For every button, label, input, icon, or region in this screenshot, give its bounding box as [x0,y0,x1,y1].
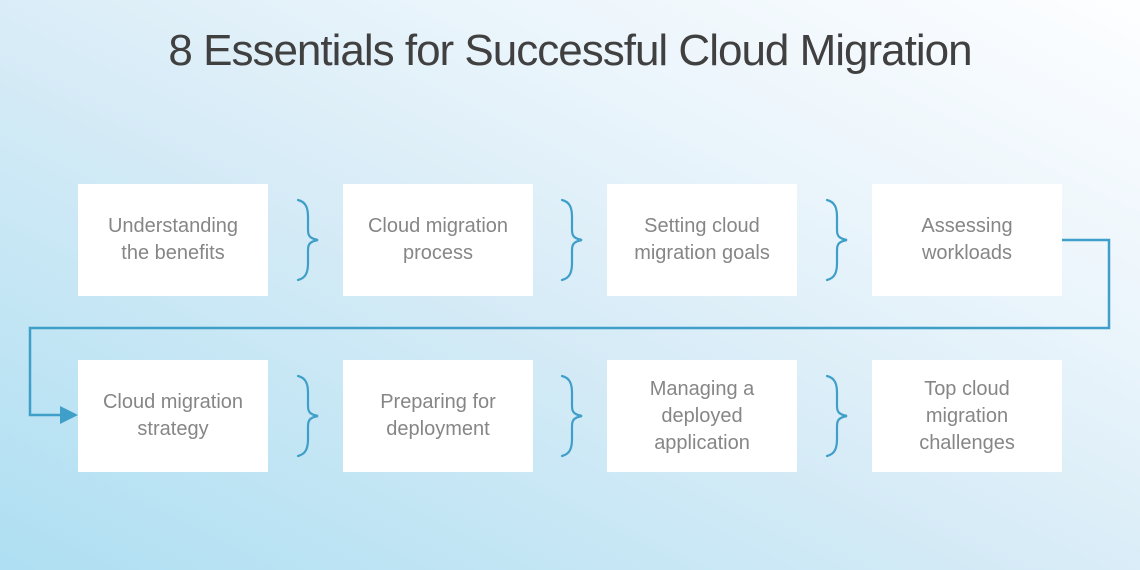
right-curly-brace-icon [825,198,848,282]
step-box-managing-a-deployed-application: Managing a deployed application [607,360,797,472]
step-box-understanding-the-benefits: Understanding the benefits [78,184,268,296]
right-curly-brace-icon [296,198,319,282]
step-label: Cloud migration process [367,215,509,264]
step-box-cloud-migration-strategy: Cloud migration strategy [78,360,268,472]
arrowhead-icon [60,406,78,424]
right-curly-brace-icon [296,374,319,458]
step-box-setting-cloud-migration-goals: Setting cloud migration goals [607,184,797,296]
step-label: Assessing workloads [921,215,1013,264]
page-title: 8 Essentials for Successful Cloud Migrat… [168,26,972,75]
step-label: Understanding the benefits [107,215,239,264]
step-box-preparing-for-deployment: Preparing for deployment [343,360,533,472]
right-curly-brace-icon [825,374,848,458]
step-label: Top cloud migration challenges [919,377,1015,454]
step-box-cloud-migration-process: Cloud migration process [343,184,533,296]
right-curly-brace-icon [560,374,583,458]
step-label: Preparing for deployment [380,391,496,440]
step-box-assessing-workloads: Assessing workloads [872,184,1062,296]
step-box-top-cloud-migration-challenges: Top cloud migration challenges [872,360,1062,472]
step-label: Cloud migration strategy [102,391,244,440]
right-curly-brace-icon [560,198,583,282]
step-label: Setting cloud migration goals [634,215,770,264]
step-label: Managing a deployed application [649,377,755,454]
